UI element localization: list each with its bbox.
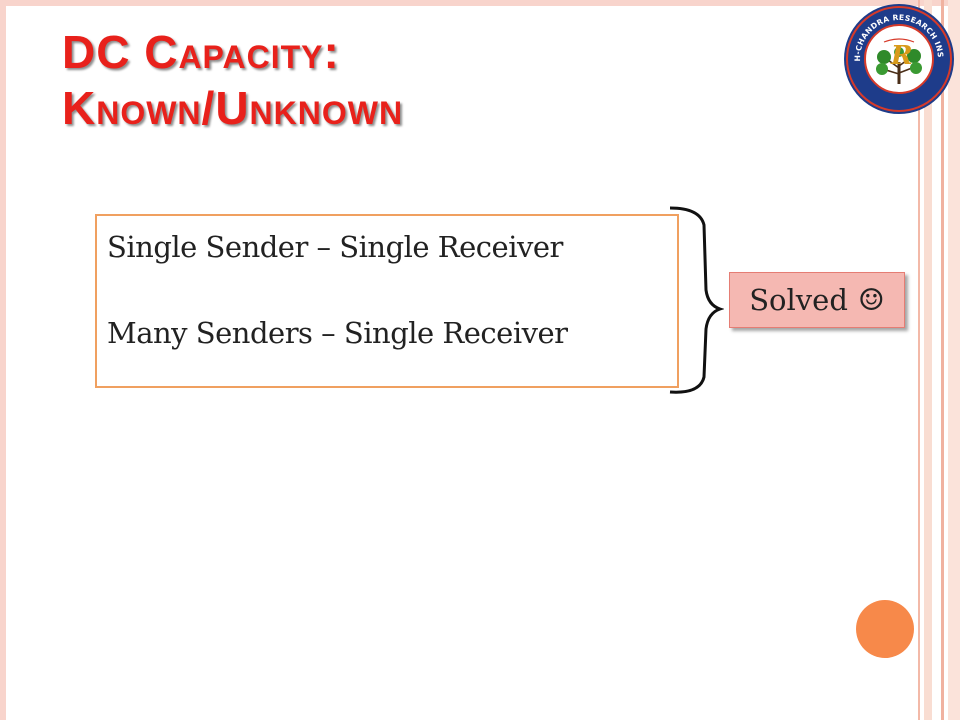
decorative-circle (856, 600, 914, 658)
slide-border-left (0, 0, 6, 720)
box-line-1: Single Sender – Single Receiver (107, 230, 563, 264)
right-decorative-stripes (916, 0, 960, 720)
box-line-2: Many Senders – Single Receiver (107, 316, 568, 350)
title-line-1: DC Capacity: (62, 26, 340, 78)
institute-logo: HARISH-CHANDRA RESEARCH INSTITUTE ALLAHA… (842, 2, 954, 114)
title-line-2: Known/Unknown (62, 82, 404, 134)
svg-text:R: R (890, 41, 913, 71)
smiley-icon: ☺ (857, 282, 885, 318)
content-box: Single Sender – Single Receiver Many Sen… (95, 214, 679, 388)
solved-badge: Solved ☺ (729, 272, 905, 328)
slide-border-top (0, 0, 960, 6)
curly-brace-icon (669, 206, 724, 394)
solved-label: Solved (749, 283, 848, 317)
slide-title: DC Capacity: Known/Unknown (62, 24, 762, 136)
logo-emblem-icon: R (876, 38, 922, 84)
